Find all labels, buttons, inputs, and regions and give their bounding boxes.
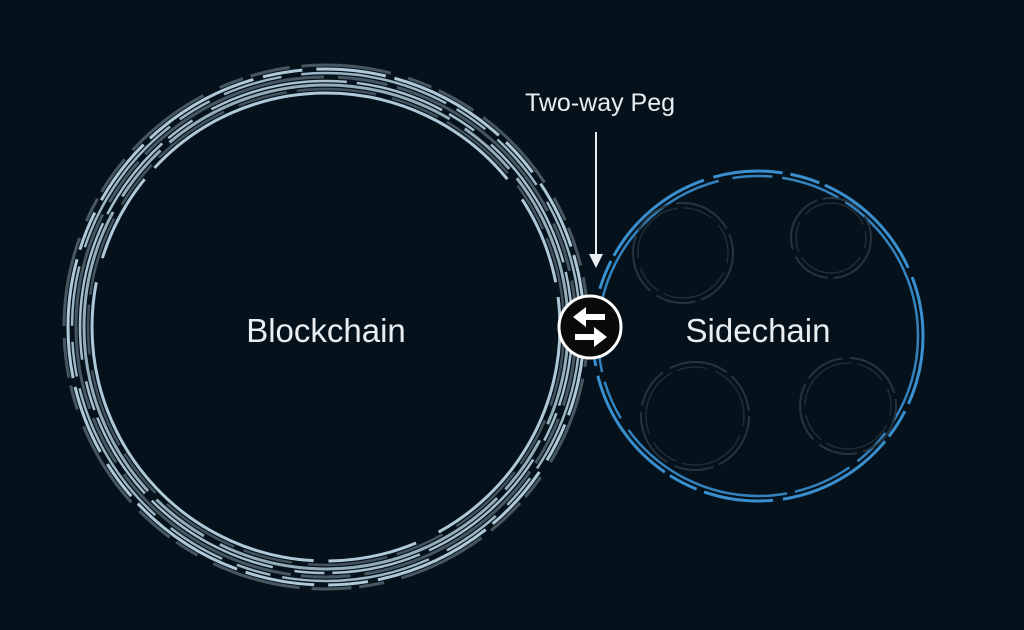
sidechain-inner-ring: [632, 202, 734, 304]
two-way-peg-badge[interactable]: [557, 294, 623, 360]
sidechain-inner-ring: [795, 202, 867, 274]
peg-pointer-arrow: [589, 132, 603, 268]
sidechain-inner-ring: [645, 366, 745, 466]
sidechain-inner-ring: [640, 361, 750, 471]
two-way-peg-label: Two-way Peg: [525, 89, 675, 117]
sidechain-label: Sidechain: [686, 312, 831, 349]
sidechain-inner-ring: [790, 197, 872, 279]
sidechain-inner-ring: [637, 207, 729, 299]
sidechain-inner-circles: [632, 197, 897, 471]
swap-arrows-icon: [573, 307, 607, 347]
blockchain-label: Blockchain: [246, 312, 406, 349]
sidechain-inner-ring: [799, 357, 897, 455]
sidechain-inner-ring: [804, 362, 892, 450]
